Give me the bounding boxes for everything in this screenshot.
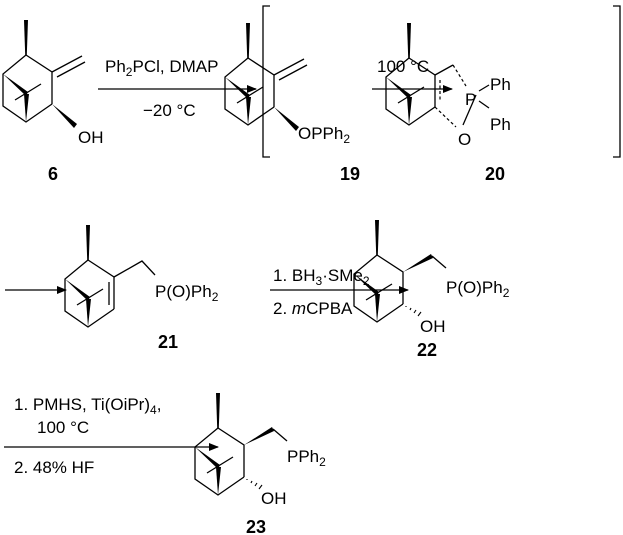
- compound-21: P(O)Ph2 21: [64, 224, 219, 352]
- compound-label-6: 6: [48, 164, 58, 184]
- compound-19: OPPh2 19: [224, 22, 360, 184]
- diphenylphosphino-label: PPh2: [287, 447, 326, 469]
- opph2-label: OPPh2: [298, 124, 350, 146]
- hydroxyl-label: OH: [420, 317, 446, 336]
- condition-100c: 100 °C: [377, 57, 429, 76]
- compound-23: PPh2 OH 23: [194, 392, 326, 535]
- phosphorus-label: P: [465, 90, 476, 109]
- left-bracket: [262, 5, 270, 158]
- phosphine-oxide-label: P(O)Ph2: [155, 282, 219, 304]
- reagent-mcpba: 2. mCPBA: [273, 299, 353, 318]
- compound-22: P(O)Ph2 OH 22: [353, 219, 510, 360]
- reagent-bh3-sme2: 1. BH3·SMe2: [273, 266, 370, 288]
- hydroxyl-label: OH: [78, 128, 104, 147]
- right-bracket: [613, 5, 621, 158]
- hydroxyl-label: OH: [261, 489, 287, 508]
- oxygen-label: O: [458, 130, 471, 149]
- compound-label-20: 20: [485, 164, 505, 184]
- compound-6: OH 6: [2, 19, 104, 184]
- condition-100c-2: 100 °C: [37, 418, 89, 437]
- compound-label-22: 22: [417, 340, 437, 360]
- compound-20: P O Ph Ph 20: [385, 22, 511, 184]
- reagent-pmhs-ti: 1. PMHS, Ti(OiPr)4,: [14, 395, 161, 417]
- phenyl-label-2: Ph: [490, 115, 511, 134]
- phenyl-label-1: Ph: [490, 75, 511, 94]
- condition-temperature: −20 °C: [143, 101, 196, 120]
- phosphine-oxide-label: P(O)Ph2: [446, 278, 510, 300]
- reagent-ph2pcl-dmap: Ph2PCl, DMAP: [105, 57, 218, 79]
- compound-label-21: 21: [158, 332, 178, 352]
- reagent-hf: 2. 48% HF: [14, 458, 94, 477]
- compound-label-19: 19: [340, 164, 360, 184]
- compound-label-23: 23: [246, 517, 266, 535]
